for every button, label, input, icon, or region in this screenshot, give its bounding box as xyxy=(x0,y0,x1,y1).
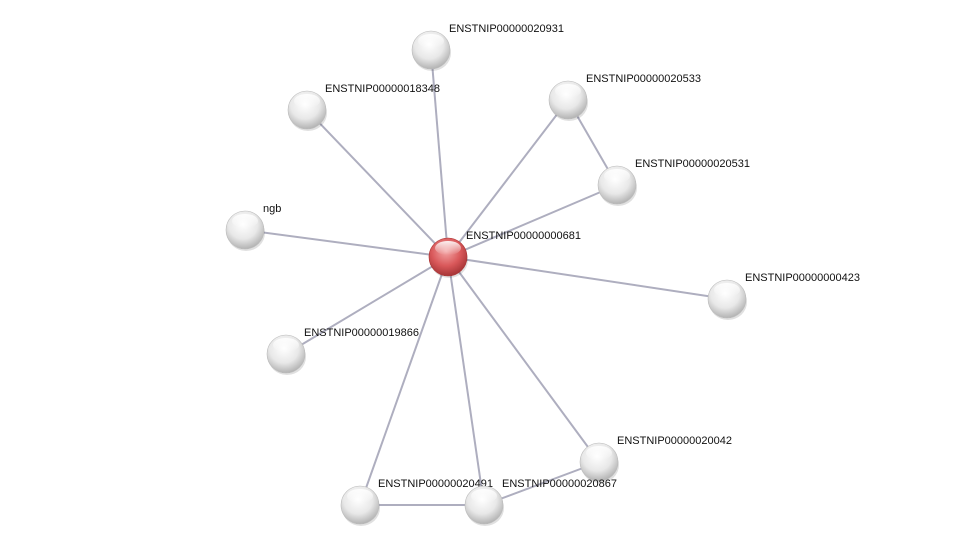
node-label: ENSTNIP00000020491 xyxy=(378,478,493,490)
edge[interactable] xyxy=(285,256,449,355)
node-highlight xyxy=(586,446,612,460)
node[interactable]: ENSTNIP00000020042 xyxy=(579,435,732,483)
node[interactable]: ENSTNIP00000020867 xyxy=(464,478,617,526)
node-highlight xyxy=(435,241,461,255)
node-highlight xyxy=(471,489,497,503)
node-label: ENSTNIP00000020042 xyxy=(617,435,732,447)
edge[interactable] xyxy=(447,256,485,506)
node[interactable]: ENSTNIP00000019866 xyxy=(266,327,419,375)
node[interactable]: ENSTNIP00000020491 xyxy=(340,478,493,526)
edge[interactable] xyxy=(447,99,569,258)
node-label: ENSTNIP00000018348 xyxy=(325,83,440,95)
edge[interactable] xyxy=(447,256,728,300)
edge[interactable] xyxy=(244,229,449,258)
node-highlight xyxy=(714,283,740,297)
node-label: ENSTNIP00000020531 xyxy=(635,158,750,170)
node-label: ENSTNIP00000000423 xyxy=(745,272,860,284)
node-highlight xyxy=(555,84,581,98)
node-highlight xyxy=(273,338,299,352)
node-label: ENSTNIP00000000681 xyxy=(466,230,581,242)
edge[interactable] xyxy=(447,256,600,463)
node-highlight xyxy=(232,214,258,228)
node-highlight xyxy=(604,169,630,183)
node-label: ENSTNIP00000019866 xyxy=(304,327,419,339)
node-label: ngb xyxy=(263,203,281,215)
node[interactable]: ENSTNIP00000020533 xyxy=(548,73,701,121)
node[interactable]: ENSTNIP00000020931 xyxy=(411,23,564,71)
query-node[interactable]: ENSTNIP00000000681 xyxy=(428,230,581,278)
node[interactable]: ENSTNIP00000000423 xyxy=(707,272,860,320)
node[interactable]: ENSTNIP00000018348 xyxy=(287,83,440,131)
node-highlight xyxy=(347,489,373,503)
edge[interactable] xyxy=(483,461,600,506)
edge[interactable] xyxy=(430,49,449,258)
edge[interactable] xyxy=(447,184,618,258)
node-label: ENSTNIP00000020867 xyxy=(502,478,617,490)
edge[interactable] xyxy=(306,109,449,258)
node-label: ENSTNIP00000020931 xyxy=(449,23,564,35)
node-highlight xyxy=(294,94,320,108)
node[interactable]: ENSTNIP00000020531 xyxy=(597,158,750,206)
node-highlight xyxy=(418,34,444,48)
node-label: ENSTNIP00000020533 xyxy=(586,73,701,85)
node[interactable]: ngb xyxy=(225,203,281,251)
edge[interactable] xyxy=(359,256,449,506)
